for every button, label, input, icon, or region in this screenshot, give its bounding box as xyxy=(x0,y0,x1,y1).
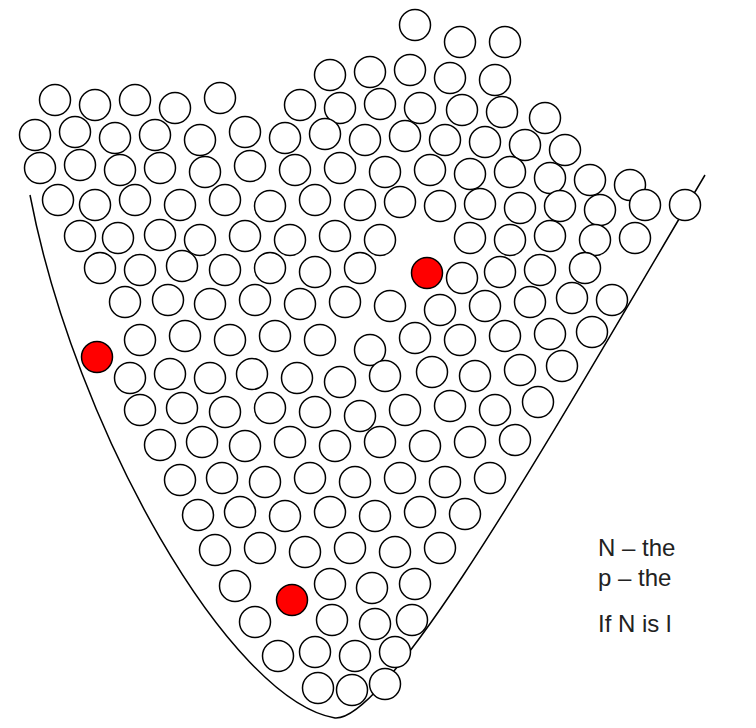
note-text: N – the xyxy=(598,534,675,562)
note-line: If N is l xyxy=(598,610,671,638)
particles xyxy=(20,10,701,706)
note-text: If N is l xyxy=(598,610,671,638)
note-text: p – the xyxy=(598,564,671,592)
note-line: N – the xyxy=(598,534,675,562)
bowl-outline xyxy=(30,175,705,718)
note-line: p – the xyxy=(598,564,671,592)
